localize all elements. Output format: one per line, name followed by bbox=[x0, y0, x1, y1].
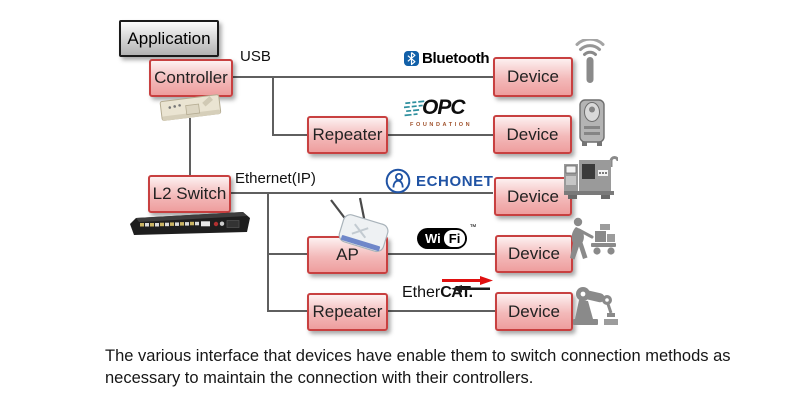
ethernet-line bbox=[231, 192, 493, 194]
echonet-icon bbox=[385, 168, 411, 194]
usb-label: USB bbox=[240, 48, 271, 65]
application-node: Application bbox=[119, 20, 219, 57]
l2-switch-image bbox=[130, 212, 250, 235]
device-ethercat-node: Device bbox=[495, 292, 573, 331]
bluetooth-icon bbox=[404, 51, 419, 66]
ethercat-arrows-icon bbox=[442, 276, 493, 293]
caption: The various interface that devices have … bbox=[105, 345, 731, 390]
repeater-label: Repeater bbox=[312, 125, 383, 144]
robot-arm-icon bbox=[573, 287, 618, 325]
device-label: Device bbox=[506, 124, 559, 144]
opc-logo-text: OPC bbox=[422, 96, 466, 119]
industrial-machine-icon bbox=[579, 99, 605, 146]
bluetooth-logo-text: Bluetooth bbox=[422, 50, 490, 67]
device-label: Device bbox=[508, 301, 560, 321]
controller-device-image bbox=[159, 94, 222, 121]
cnc-machine-icon bbox=[564, 156, 618, 199]
usb-repeater-line bbox=[272, 134, 308, 136]
ap-device-line bbox=[388, 253, 495, 255]
l2-switch-label: L2 Switch bbox=[152, 184, 227, 203]
device-wifi-node: Device bbox=[495, 235, 573, 273]
antenna-icon bbox=[575, 39, 605, 83]
wifi-trademark: ™ bbox=[469, 224, 477, 231]
worker-cart-icon bbox=[570, 217, 616, 260]
device-label: Device bbox=[507, 67, 559, 86]
wifi-logo: Wi Fi ™ bbox=[417, 224, 476, 249]
echonet-logo: ECHONET bbox=[385, 168, 494, 194]
ethercat-logo: EtherCAT. bbox=[402, 276, 493, 302]
usb-branch-line bbox=[272, 76, 274, 135]
wifi-logo-wi: Wi bbox=[425, 231, 441, 246]
device-echonet-node: Device bbox=[494, 177, 572, 216]
wifi-logo-fi: Fi bbox=[443, 230, 466, 247]
opc-speedlines-icon bbox=[404, 100, 425, 117]
device-label: Device bbox=[508, 244, 560, 263]
ethernet-repeater-line bbox=[267, 310, 308, 312]
ethernet-ap-line bbox=[267, 253, 308, 255]
device-bluetooth-node: Device bbox=[493, 57, 573, 97]
controller-node: Controller bbox=[149, 59, 233, 97]
repeater-eth-node: Repeater bbox=[307, 293, 388, 331]
device-label: Device bbox=[507, 186, 559, 206]
controller-switch-line bbox=[189, 118, 191, 175]
application-label: Application bbox=[127, 28, 211, 48]
echonet-logo-text: ECHONET bbox=[416, 172, 494, 190]
l2-switch-node: L2 Switch bbox=[148, 175, 231, 213]
opc-foundation-text: FOUNDATION bbox=[410, 122, 473, 128]
ethernet-label: Ethernet(IP) bbox=[235, 170, 316, 187]
caption-line-1: The various interface that devices have … bbox=[105, 347, 731, 365]
repeater-device-line bbox=[388, 310, 495, 312]
ethercat-logo-ether: Ether bbox=[402, 284, 441, 301]
ap-device-image bbox=[330, 197, 389, 253]
opc-foundation-logo: OPC FOUNDATION bbox=[404, 96, 482, 128]
repeater-label: Repeater bbox=[312, 302, 383, 321]
caption-line-2: necessary to maintain the connection wit… bbox=[105, 369, 534, 388]
controller-label: Controller bbox=[154, 68, 228, 87]
repeater-device-line bbox=[388, 134, 493, 136]
repeater-usb-node: Repeater bbox=[307, 116, 388, 154]
ap-label: AP bbox=[336, 245, 359, 264]
ethernet-branch-line bbox=[267, 192, 269, 311]
usb-line bbox=[233, 76, 493, 78]
device-opc-node: Device bbox=[493, 115, 572, 154]
bluetooth-logo: Bluetooth bbox=[404, 50, 490, 67]
